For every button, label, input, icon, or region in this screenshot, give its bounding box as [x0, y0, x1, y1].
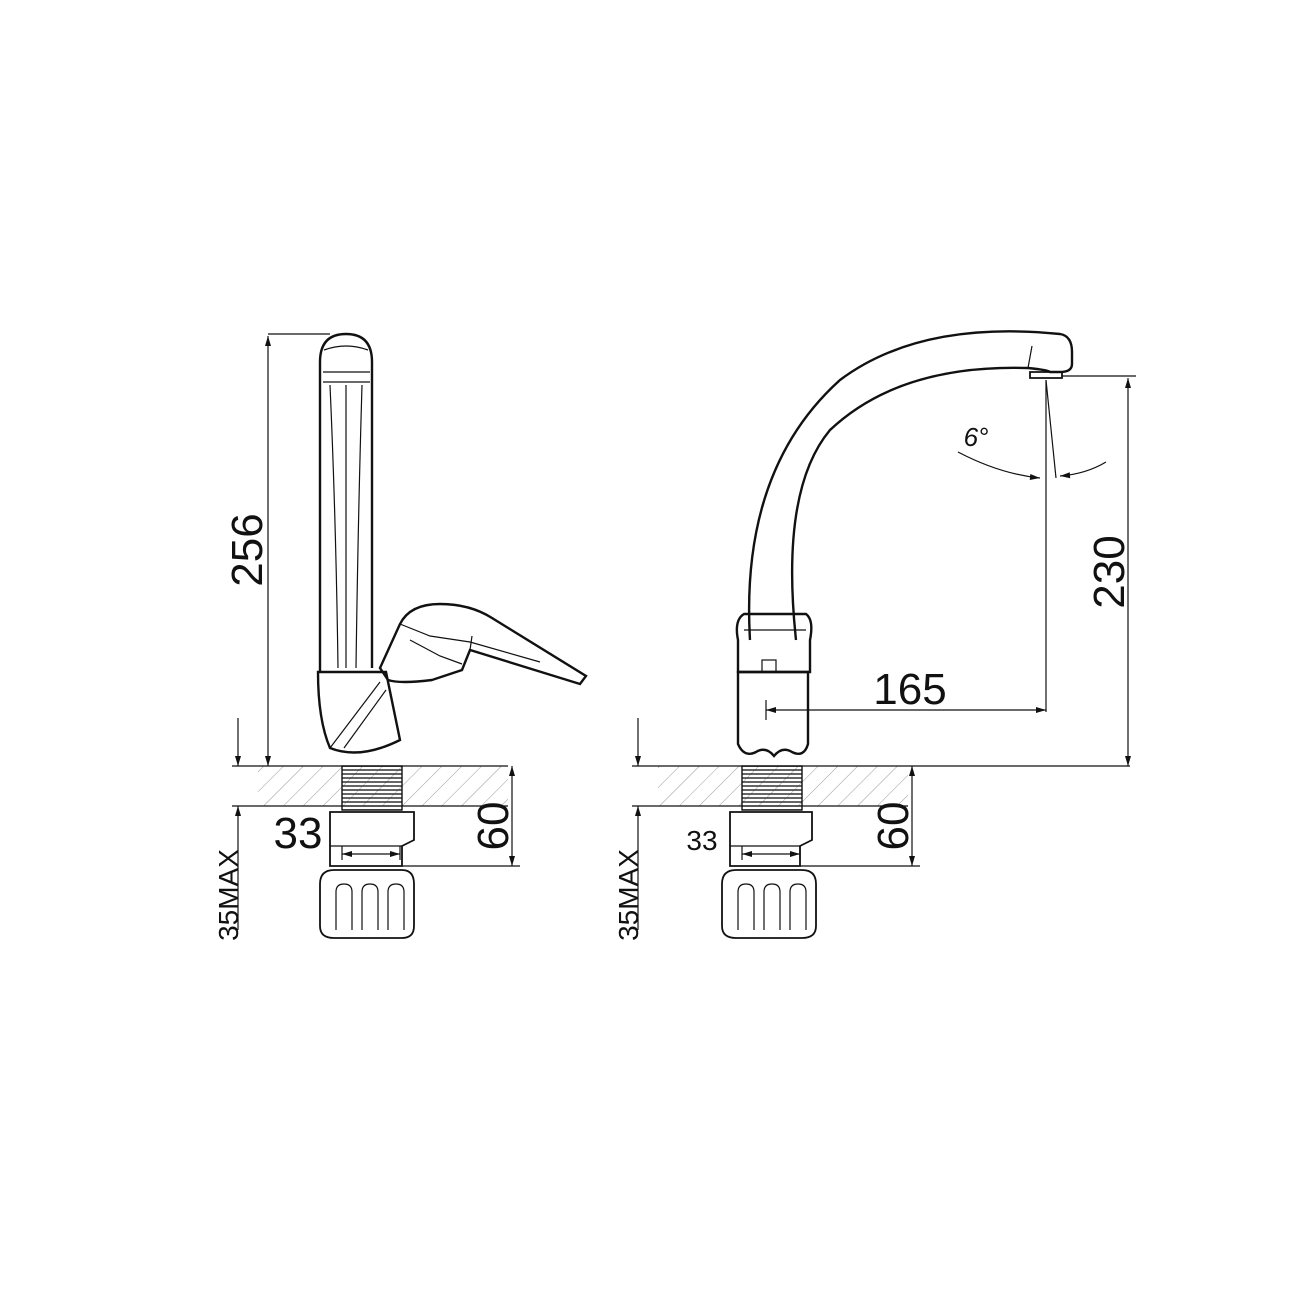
dimension-60-text: 60: [469, 802, 518, 851]
side-view: 256 35MAX 33 60: [213, 332, 588, 941]
dimension-35max-left: 35MAX: [213, 718, 258, 941]
dimension-angle-6: 6°: [957, 379, 1107, 480]
dimension-60-left: 60: [402, 766, 520, 867]
dimension-angle-text: 6°: [964, 422, 989, 452]
dimension-33-left: 33: [274, 809, 401, 860]
dimension-35max-text: 35MAX: [213, 849, 244, 941]
threaded-stud-left: [329, 765, 415, 867]
front-view: 230 165 6° 35MAX 33: [613, 330, 1136, 941]
dimension-60-right: 60: [800, 766, 920, 867]
mounting-nut-left: [319, 869, 415, 939]
dimension-reach-165: 165: [765, 380, 1047, 720]
dimension-height-230: 230: [1062, 375, 1136, 766]
dimension-60-right-text: 60: [869, 802, 918, 851]
dimension-height-text: 256: [223, 513, 272, 586]
dimension-33-text: 33: [274, 809, 323, 858]
dimension-35max-right: 35MAX: [613, 718, 658, 941]
faucet-front-body: [735, 612, 813, 758]
threaded-stud-right: [729, 765, 813, 867]
dimension-33-right-text: 33: [686, 825, 717, 856]
mounting-nut-right: [721, 869, 817, 939]
faucet-front-spout: [747, 330, 1074, 641]
countertop-section-right: [658, 765, 1130, 807]
faucet-side-body: [316, 332, 588, 754]
dimension-230-text: 230: [1085, 535, 1134, 608]
dimension-height-256: 256: [223, 333, 330, 766]
dimension-35max-right-text: 35MAX: [613, 849, 644, 941]
dimension-165-text: 165: [873, 665, 946, 714]
dimension-33-right: 33: [686, 825, 801, 860]
